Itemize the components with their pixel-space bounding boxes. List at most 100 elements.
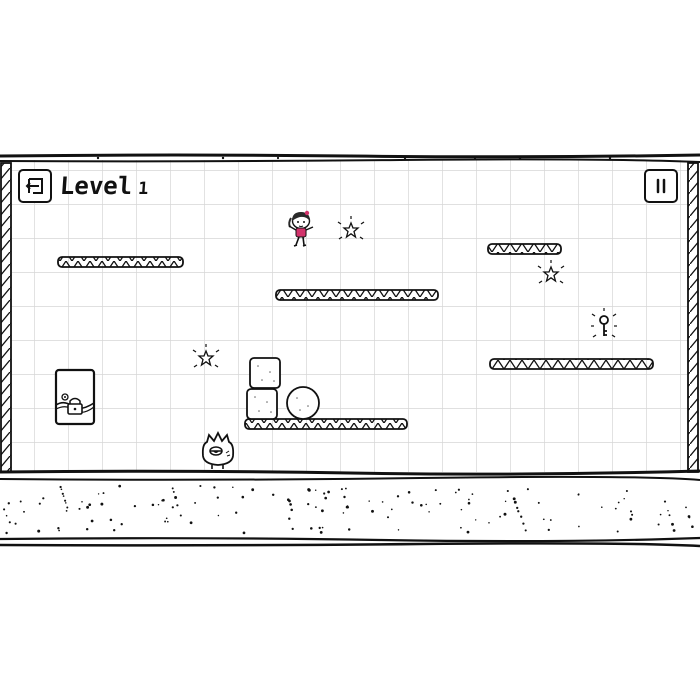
key-icon[interactable] — [591, 308, 617, 338]
ground-speck — [631, 513, 634, 516]
ground-speck — [342, 512, 345, 514]
ground-speck — [396, 495, 400, 498]
ground-speck — [157, 503, 160, 506]
ground-speck — [61, 492, 64, 495]
back-icon — [25, 178, 43, 194]
ground-speck — [506, 489, 509, 493]
ground-speck — [8, 521, 11, 524]
ground-speck — [133, 504, 137, 508]
ground-speck — [537, 501, 540, 504]
ground-speck — [601, 506, 603, 508]
girl-character[interactable] — [288, 210, 314, 247]
ground-speck — [454, 491, 457, 494]
ground-speck — [194, 501, 197, 504]
ground-speck — [657, 523, 660, 526]
pause-icon — [656, 178, 666, 194]
ground-speck — [174, 496, 178, 499]
ground-speck — [616, 530, 619, 533]
ground-speck — [578, 525, 580, 528]
ground-speck — [90, 519, 94, 523]
ground-speck — [685, 506, 687, 509]
ground-speck — [343, 495, 346, 499]
ground-speck — [120, 523, 123, 526]
ground-speck — [397, 529, 400, 531]
ground-speck — [3, 508, 6, 511]
platform — [57, 256, 184, 268]
ground-speck — [37, 529, 41, 533]
ground-speck — [629, 510, 633, 513]
ground-speck — [428, 511, 430, 513]
ground-speck — [65, 502, 67, 504]
right-wall — [687, 162, 699, 473]
ground-speck — [88, 503, 92, 507]
ground-speck — [59, 485, 62, 489]
star-icon[interactable] — [537, 260, 565, 284]
ground-speck — [161, 499, 164, 502]
ground-speck — [468, 498, 470, 501]
ground-speck — [319, 530, 323, 534]
ground-speck — [659, 513, 662, 516]
ground-speck — [617, 501, 620, 504]
ground-speck — [23, 510, 25, 513]
ground-speck — [216, 496, 219, 499]
spiky-monster[interactable] — [201, 430, 235, 469]
ground-speck — [235, 511, 238, 514]
ground-speck — [38, 502, 41, 505]
ground-speck — [66, 506, 69, 509]
platform — [275, 289, 439, 301]
ground-speck — [62, 495, 65, 497]
ground-speck — [520, 515, 523, 518]
ground-speck — [307, 502, 310, 506]
ground-speck — [307, 488, 311, 492]
ground-speck — [668, 514, 671, 517]
star-icon[interactable] — [337, 216, 365, 240]
ground-speck — [344, 487, 347, 490]
left-wall — [0, 162, 12, 473]
ground-speck — [318, 526, 321, 530]
ground-speck — [60, 488, 63, 491]
level-label: Level — [59, 172, 134, 200]
padlock-icon — [67, 397, 83, 415]
ground-speck — [289, 503, 292, 506]
ground-speck — [390, 508, 393, 511]
ground-speck — [625, 489, 628, 493]
ground-speck — [86, 505, 90, 509]
ground-speck — [614, 507, 617, 510]
pause-button[interactable] — [644, 169, 678, 203]
ground-speck — [419, 503, 423, 507]
star-icon[interactable] — [192, 344, 220, 368]
ground-speck — [474, 519, 477, 521]
ground-speck — [547, 528, 550, 532]
ground-speck — [97, 493, 100, 495]
ground-speck — [189, 521, 193, 525]
square-block[interactable] — [249, 357, 281, 389]
ground-speck — [314, 506, 317, 509]
ground-speck — [19, 500, 22, 503]
ground-speck — [217, 514, 220, 517]
ground-speck — [5, 514, 8, 517]
ground-speck — [691, 525, 694, 528]
ground-speck — [118, 484, 122, 488]
square-block[interactable] — [246, 388, 278, 420]
platform — [489, 358, 654, 370]
ground-speck — [7, 502, 10, 505]
back-button[interactable] — [18, 169, 52, 203]
ground-speck — [310, 527, 313, 530]
locked-door[interactable] — [54, 368, 96, 426]
ground-speck — [172, 490, 175, 493]
ground-speck — [64, 499, 67, 502]
ground-speck — [291, 527, 294, 531]
ground-speck — [5, 531, 8, 535]
ground-speck — [499, 515, 502, 518]
ground-speck — [290, 508, 293, 512]
ground-speck — [439, 502, 442, 505]
ground-speck — [466, 530, 470, 534]
ground-speck — [176, 504, 179, 507]
round-boulder[interactable] — [286, 386, 320, 420]
ground-speck — [672, 529, 676, 532]
ground-speck — [164, 520, 167, 523]
ground-speck — [577, 493, 580, 496]
ground-speck — [371, 509, 374, 513]
